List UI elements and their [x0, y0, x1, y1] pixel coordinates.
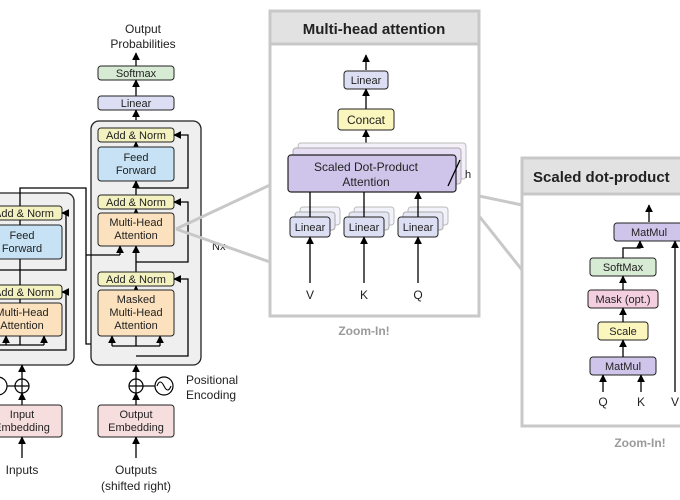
outputs-label-line2: (shifted right) [101, 479, 171, 493]
input-embedding-line1: Input [10, 409, 34, 421]
positional-encoding-line1: Positional [186, 373, 238, 387]
masked-mha-line1: Masked [117, 294, 156, 306]
mha-k-label: K [360, 288, 368, 302]
mha-output-linear-label: Linear [351, 75, 382, 87]
mha-sdpa-line2: Attention [342, 175, 389, 189]
encoder-add-norm-1-label: Add & Norm [0, 287, 54, 299]
mha-panel: Multi-head attention Linear Concat Scale… [268, 9, 481, 338]
masked-mha-line2: Multi-Head [109, 307, 162, 319]
sdp-q-label: Q [598, 395, 607, 409]
mha-scaled-dot-product-attention [287, 154, 457, 193]
sdp-v-label: V [671, 395, 679, 409]
output-probabilities-line2: Probabilities [110, 37, 175, 51]
outputs-label-line1: Outputs [115, 463, 157, 477]
mha-linear-k-label: Linear [349, 222, 380, 234]
mha-title-bar [268, 9, 481, 46]
decoder-add-norm-3-label: Add & Norm [106, 130, 166, 142]
mha-sdpa-line1: Scaled Dot-Product [314, 160, 419, 174]
sdp-title-bar [520, 156, 680, 196]
encoder-positional-wave-icon [0, 376, 8, 396]
mha-linear-v-label: Linear [295, 222, 326, 234]
encoder-mha-line2: Attention [0, 320, 43, 332]
encoder-feed-forward [0, 224, 63, 260]
inputs-label: Inputs [6, 463, 39, 477]
sdp-zoom-label: Zoom-In! [614, 436, 665, 450]
mha-q-label: Q [413, 288, 422, 302]
mha-concat-label: Concat [347, 113, 386, 127]
mha-linear-q-label: Linear [403, 222, 434, 234]
sdp-scale-label: Scale [609, 326, 637, 338]
decoder-linear-label: Linear [121, 98, 152, 110]
sdp-title: Scaled dot-product [533, 169, 670, 186]
decoder-softmax-label: Softmax [116, 68, 157, 80]
mha-zoom-label: Zoom-In! [338, 324, 389, 338]
sdp-matmul-top-label: MatMul [631, 227, 667, 239]
sdp-mask-label: Mask (opt.) [595, 294, 650, 306]
decoder: Output Probabilities Softmax Linear Add … [86, 22, 238, 493]
sdp-panel: Scaled dot-product MatMul SoftMax Mask (… [520, 156, 680, 450]
sdp-matmul-bottom-label: MatMul [605, 361, 641, 373]
encoder-multi-head-attention [0, 302, 63, 337]
sdp-k-label: K [637, 395, 645, 409]
mha-title: Multi-head attention [303, 21, 446, 38]
output-embedding-line2: Embedding [108, 422, 164, 434]
decoder-mha-line2: Attention [114, 230, 157, 242]
output-probabilities-line1: Output [125, 22, 162, 36]
mha-v-label: V [306, 288, 314, 302]
sdp-matmul-top [613, 222, 680, 242]
mha-zoom-connector [175, 183, 271, 264]
decoder-feed-forward-line2: Forward [116, 165, 156, 177]
encoder: Add & Norm Feed Forward Add & Norm Multi… [0, 187, 136, 477]
sdp-softmax-label: SoftMax [603, 262, 644, 274]
mha-h-label: h [465, 169, 471, 181]
masked-mha-line3: Attention [114, 320, 157, 332]
output-embedding-line1: Output [119, 409, 152, 421]
encoder-feed-forward-line1: Feed [9, 230, 34, 242]
encoder-mha-line1: Multi-Head [0, 307, 49, 319]
encoder-add-norm-2-label: Add & Norm [0, 208, 54, 220]
decoder-add-norm-1-label: Add & Norm [106, 274, 166, 286]
positional-encoding-line2: Encoding [186, 388, 236, 402]
decoder-feed-forward-line1: Feed [123, 152, 148, 164]
input-embedding-line2: Embedding [0, 422, 50, 434]
encoder-feed-forward-line2: Forward [2, 243, 42, 255]
decoder-add-norm-2-label: Add & Norm [106, 197, 166, 209]
decoder-mha-line1: Multi-Head [109, 217, 162, 229]
